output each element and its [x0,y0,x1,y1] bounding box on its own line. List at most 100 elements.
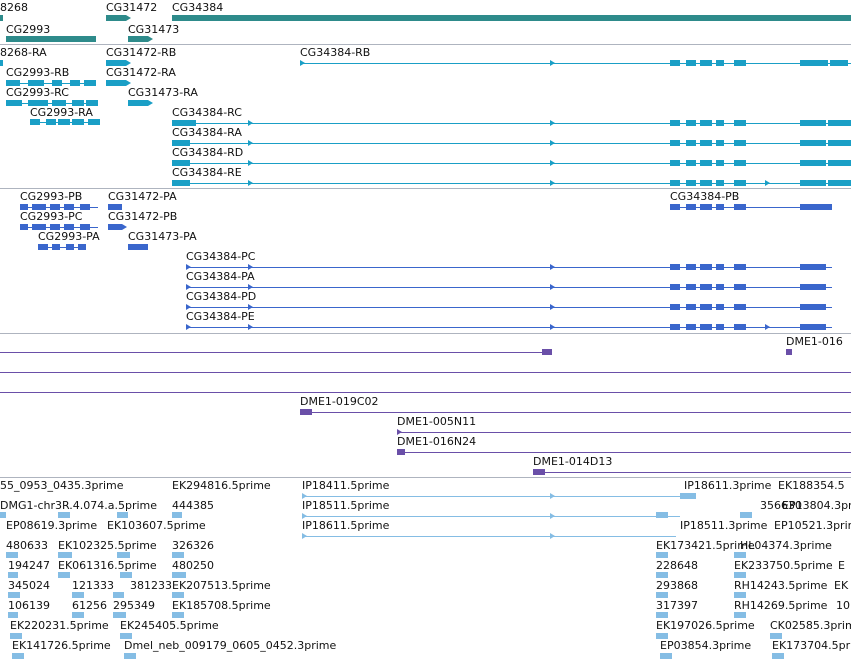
exon-block[interactable] [46,119,56,125]
feature-label[interactable]: CG31472-RA [106,66,176,79]
exon-block[interactable] [72,100,84,106]
exon-block[interactable] [670,204,680,210]
feature-line[interactable] [186,267,832,268]
exon-block[interactable] [828,140,851,146]
feature-label[interactable]: CG34384-PC [186,250,256,263]
exon-block[interactable] [32,204,46,210]
exon-block[interactable] [32,224,46,230]
exon-block[interactable] [670,140,680,146]
exon-block[interactable] [770,633,782,639]
exon-block[interactable] [656,572,668,578]
feature-label[interactable]: EP08619.3prime [6,519,98,532]
exon-block[interactable] [670,160,680,166]
exon-block[interactable] [700,60,712,66]
exon-block[interactable] [700,120,712,126]
feature-line[interactable] [38,247,86,248]
exon-block[interactable] [172,160,190,166]
exon-block[interactable] [108,204,122,210]
exon-block[interactable] [120,572,132,578]
feature-label[interactable]: EK220231.5prime [10,619,109,632]
feature-label[interactable]: CG31472-PB [108,210,178,223]
exon-block[interactable] [734,324,746,330]
exon-block[interactable] [108,224,122,230]
exon-block[interactable] [80,224,90,230]
exon-block[interactable] [0,60,3,66]
feature-label[interactable]: DMG1-chr3R.4.074.a.5prime [0,499,158,512]
feature-label[interactable]: CG34384-PB [670,190,740,203]
exon-block[interactable] [172,592,184,598]
exon-block[interactable] [716,60,724,66]
feature-line[interactable] [6,83,96,84]
feature-label[interactable]: EK061316.5prime [58,559,157,572]
exon-block[interactable] [8,612,18,618]
exon-block[interactable] [113,612,126,618]
feature-label[interactable]: CG2993-RC [6,86,69,99]
exon-block[interactable] [10,633,22,639]
exon-block[interactable] [734,572,746,578]
feature-label[interactable]: RH14269.5prime [734,599,828,612]
feature-label[interactable]: CG34384-RA [172,126,242,139]
feature-label[interactable]: CG34384 [172,1,224,14]
feature-label[interactable]: 55_0953_0435.3prime [0,479,124,492]
exon-block[interactable] [716,264,724,270]
feature-label[interactable]: CG31473 [128,23,180,36]
exon-block[interactable] [28,80,44,86]
exon-block[interactable] [52,244,60,250]
exon-block[interactable] [828,180,851,186]
exon-block[interactable] [700,264,712,270]
exon-block[interactable] [716,204,724,210]
exon-block[interactable] [172,512,182,518]
exon-block[interactable] [30,119,40,125]
exon-block[interactable] [670,180,680,186]
exon-block[interactable] [64,224,74,230]
exon-block[interactable] [6,36,96,42]
feature-line[interactable] [302,516,680,517]
feature-label[interactable]: EK103607.5prime [107,519,206,532]
exon-block[interactable] [172,15,851,21]
exon-block[interactable] [686,180,696,186]
exon-block[interactable] [686,284,696,290]
exon-block[interactable] [670,284,680,290]
feature-label[interactable]: Dmel_neb_009179_0605_0452.3prime [124,639,337,652]
exon-block[interactable] [716,284,724,290]
exon-block[interactable] [117,552,130,558]
exon-block[interactable] [800,204,832,210]
exon-block[interactable] [670,120,680,126]
feature-label[interactable]: 61256 [72,599,107,612]
feature-label[interactable]: DME1-014D13 [533,455,613,468]
exon-block[interactable] [734,612,746,618]
exon-block[interactable] [28,100,48,106]
exon-block[interactable] [734,552,746,558]
feature-line[interactable] [300,63,851,64]
feature-label[interactable]: EK207513.5prime [172,579,271,592]
exon-block[interactable] [800,160,826,166]
exon-block[interactable] [120,633,132,639]
exon-block[interactable] [52,100,66,106]
exon-block[interactable] [72,592,84,598]
feature-line[interactable] [0,372,851,373]
exon-block[interactable] [670,60,680,66]
feature-label[interactable]: DME1-016N24 [397,435,477,448]
exon-block[interactable] [670,264,680,270]
exon-block[interactable] [78,244,86,250]
feature-label[interactable]: 228648 [656,559,698,572]
feature-label[interactable]: CG31472-RB [106,46,177,59]
exon-block[interactable] [64,204,74,210]
feature-label[interactable]: EK185708.5prime [172,599,271,612]
feature-line[interactable] [533,472,851,473]
feature-label[interactable]: DME1-005N11 [397,415,477,428]
feature-line[interactable] [0,352,550,353]
exon-block[interactable] [734,160,746,166]
exon-block[interactable] [128,36,148,42]
exon-block[interactable] [58,572,70,578]
exon-block[interactable] [686,304,696,310]
exon-block[interactable] [656,612,668,618]
feature-label[interactable]: EK197026.5prime [656,619,755,632]
feature-label[interactable]: 381233 [130,579,172,592]
feature-label[interactable]: CK02585.3prime [770,619,851,632]
exon-block[interactable] [734,304,746,310]
feature-label[interactable]: EK [834,579,849,592]
feature-label[interactable]: EK102325.5prime [58,539,157,552]
feature-label[interactable]: 345024 [8,579,50,592]
